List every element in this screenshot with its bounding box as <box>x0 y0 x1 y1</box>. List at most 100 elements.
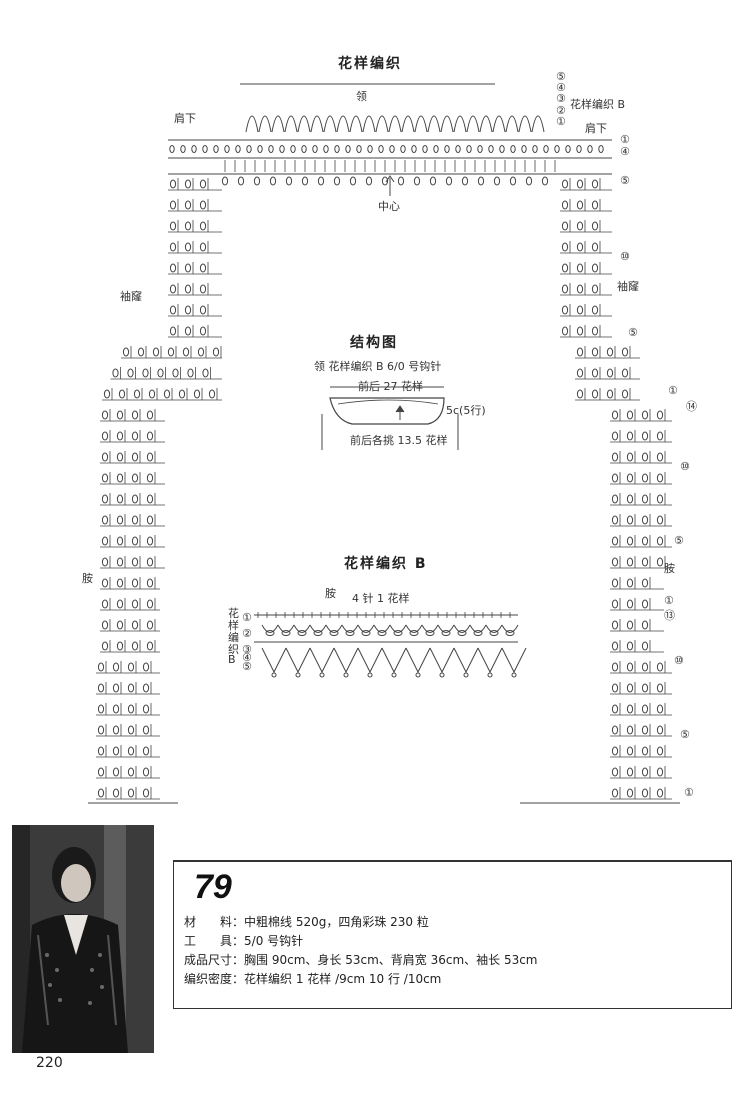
stitch-oval <box>131 452 139 462</box>
pattern-b-arc <box>277 624 295 633</box>
neck-scallop <box>388 115 402 133</box>
pattern-b-arc <box>421 624 439 633</box>
stitch-oval <box>378 145 384 153</box>
structure-subtitle: 领 花样编织 B 6/0 号钩针 <box>314 360 442 373</box>
pattern-b-arc <box>261 624 279 633</box>
stitch-oval <box>626 788 634 798</box>
neck-marker: ④ <box>556 81 566 94</box>
stitch-oval <box>279 145 285 153</box>
stitch-oval <box>591 326 599 336</box>
stitch-oval <box>131 473 139 483</box>
pattern-b-arc <box>373 624 391 633</box>
picot <box>271 672 277 678</box>
stitch-oval <box>611 788 619 798</box>
stitch-oval <box>561 263 569 273</box>
stitch-oval <box>184 179 192 189</box>
stitch-oval <box>199 284 207 294</box>
stitch-oval <box>142 683 150 693</box>
pattern-b-vshape <box>405 647 431 674</box>
stitch-oval <box>641 515 649 525</box>
stitch-oval <box>656 746 664 756</box>
stitch-oval <box>626 767 634 777</box>
picot <box>319 672 325 678</box>
stitch-oval <box>591 389 599 399</box>
center-label: 中心 <box>378 200 400 213</box>
stitch-oval <box>641 704 649 714</box>
stitch-oval <box>626 620 634 630</box>
stitch-oval <box>127 683 135 693</box>
pattern-b-arc <box>389 624 407 633</box>
stitch-oval <box>656 683 664 693</box>
stitch-oval <box>488 145 494 153</box>
stitch-oval <box>131 641 139 651</box>
stitch-oval <box>101 578 109 588</box>
pattern-b-vertical-label: 样 <box>228 619 239 632</box>
stitch-oval <box>626 725 634 735</box>
model-silhouette <box>12 825 154 1053</box>
row-marker: ④ <box>620 145 630 158</box>
info-label: 成品尺寸： <box>184 953 245 967</box>
stitch-oval <box>641 599 649 609</box>
stitch-oval <box>97 746 105 756</box>
neck-scallop <box>336 115 350 133</box>
neck-scallop <box>414 115 428 133</box>
stitch-oval <box>367 145 373 153</box>
stitch-oval <box>101 473 109 483</box>
stitch-oval <box>561 242 569 252</box>
stitch-oval <box>116 431 124 441</box>
stitch-oval <box>477 176 485 186</box>
stitch-oval <box>116 557 124 567</box>
row-marker: ① <box>620 133 630 146</box>
stitch-oval <box>626 599 634 609</box>
picot <box>439 672 445 678</box>
stitch-oval <box>146 536 154 546</box>
row-marker: ① <box>668 384 678 397</box>
stitch-oval <box>333 176 341 186</box>
row-marker: ① <box>684 786 694 799</box>
stitch-oval <box>493 176 501 186</box>
stitch-oval <box>146 452 154 462</box>
stitch-oval <box>455 145 461 153</box>
stitch-oval <box>116 578 124 588</box>
stitch-oval <box>169 326 177 336</box>
stitch-oval <box>169 200 177 210</box>
info-value: 胸围 90cm、身长 53cm、背肩宽 36cm、袖长 53cm <box>244 953 538 967</box>
stitch-oval <box>152 347 160 357</box>
stitch-oval <box>365 176 373 186</box>
stitch-oval <box>169 305 177 315</box>
stitch-oval <box>199 221 207 231</box>
stitch-oval <box>131 620 139 630</box>
stitch-oval <box>561 305 569 315</box>
row-marker: ⑬ <box>664 609 675 622</box>
stitch-oval <box>224 145 230 153</box>
stitch-oval <box>532 145 538 153</box>
stitch-oval <box>641 578 649 588</box>
stitch-oval <box>131 410 139 420</box>
stitch-oval <box>626 473 634 483</box>
row-marker: ⑩ <box>680 460 690 473</box>
stitch-oval <box>142 368 149 378</box>
stitch-oval <box>297 630 307 636</box>
stitch-oval <box>112 746 120 756</box>
stitch-oval <box>656 704 664 714</box>
info-row-materials: 材 料：中粗棉线 520g，四角彩珠 230 粒 <box>184 913 429 930</box>
stitch-oval <box>116 452 124 462</box>
stitch-oval <box>169 242 177 252</box>
row-marker: ⑤ <box>628 326 638 339</box>
stitch-oval <box>345 145 351 153</box>
stitch-oval <box>611 704 619 714</box>
stitch-oval <box>499 145 505 153</box>
stitch-oval <box>611 620 619 630</box>
structure-side-label: 5c(5行) <box>446 404 486 417</box>
stitch-oval <box>611 599 619 609</box>
row-marker: ⑩ <box>674 654 684 667</box>
stitch-oval <box>180 145 186 153</box>
neck-marker: ③ <box>556 92 566 105</box>
stitch-oval <box>641 410 649 420</box>
stitch-oval <box>169 284 177 294</box>
info-value: 花样编织 1 花样 /9cm 10 行 /10cm <box>244 972 442 986</box>
stitch-oval <box>576 242 584 252</box>
stitch-oval <box>641 683 649 693</box>
stitch-oval <box>257 145 263 153</box>
stitch-oval <box>656 452 664 462</box>
